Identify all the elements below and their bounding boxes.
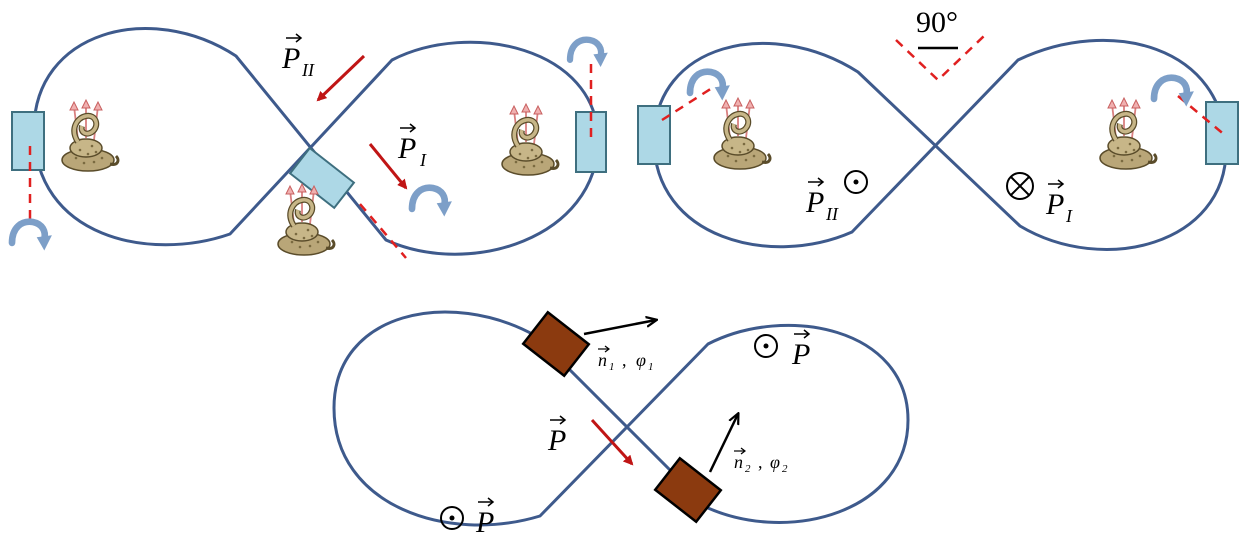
rotation-arrow-icon (1154, 78, 1194, 107)
svg-text:n: n (598, 350, 607, 370)
figure-eight-track-2 (652, 38, 1228, 251)
svg-text:P: P (281, 42, 300, 75)
rotation-arrow-icon (690, 72, 730, 101)
optic-axis-dash (1177, 95, 1227, 137)
detector-box-1 (521, 310, 591, 378)
figure-eight-track-1 (32, 27, 600, 256)
out-of-page-symbol (754, 334, 778, 358)
polarization-arrow-pi (368, 143, 408, 190)
svg-text:P: P (475, 506, 494, 539)
right-angle-marker: 90° (895, 6, 985, 82)
svg-text:φ: φ (770, 452, 780, 472)
waveplate-right (1205, 101, 1239, 165)
svg-text:P: P (547, 424, 566, 457)
svg-text:I: I (419, 150, 427, 170)
rattlesnake-icon (714, 98, 770, 169)
rattlesnake-icon (502, 104, 558, 175)
detector-box-2 (653, 456, 723, 524)
rattlesnake-icon (1100, 98, 1156, 169)
rotation-arrow-icon (570, 40, 608, 67)
rotation-arrow-icon (12, 222, 52, 251)
label-p-ii-right: P II (805, 177, 839, 224)
out-of-page-symbol (440, 506, 464, 530)
svg-text:P: P (791, 338, 810, 371)
into-page-symbol (1006, 172, 1034, 200)
polarization-arrow-pii (316, 54, 366, 102)
waveplate-left (637, 105, 671, 165)
svg-text:P: P (1045, 188, 1064, 221)
normal-vector-n1-arrow (583, 320, 656, 336)
svg-text:,: , (758, 452, 763, 472)
label-n1-phi1: n 1 , φ 1 (598, 345, 654, 373)
svg-text:P: P (805, 186, 824, 219)
label-n2-phi2: n 2 , φ 2 (734, 447, 788, 475)
label-p-upper-right: P (791, 329, 810, 371)
svg-text:II: II (825, 204, 839, 224)
optic-axis-dash (359, 203, 407, 259)
label-p-ii-top: P II (281, 33, 315, 80)
panel-1: P II P I (11, 27, 608, 259)
svg-text:2: 2 (745, 463, 751, 475)
optic-axis-dash (661, 86, 713, 122)
panel-2: 90° P II P I (637, 6, 1239, 251)
label-p-lower-left: P (475, 497, 494, 539)
svg-text:P: P (397, 132, 416, 165)
svg-text:,: , (622, 350, 627, 370)
svg-text:n: n (734, 452, 743, 472)
waveplate-left (11, 111, 45, 171)
rattlesnake-icon (62, 100, 118, 171)
svg-text:90°: 90° (916, 6, 958, 39)
label-p-i-right: P I (1045, 179, 1073, 226)
label-p-center: P (547, 415, 566, 457)
svg-text:φ: φ (636, 350, 646, 370)
svg-text:1: 1 (609, 361, 615, 373)
normal-vector-n2-arrow (708, 414, 738, 473)
label-p-i-top: P I (397, 123, 427, 170)
svg-text:II: II (301, 60, 315, 80)
rotation-arrow-icon (412, 188, 452, 217)
panel-3: n 1 , φ 1 n 2 , φ 2 P P (332, 310, 910, 539)
figure-eight-track-3 (332, 310, 910, 527)
svg-text:I: I (1065, 206, 1073, 226)
svg-text:2: 2 (782, 463, 788, 475)
out-of-page-symbol (844, 170, 868, 194)
polarization-arrow-p (590, 418, 634, 466)
svg-text:1: 1 (648, 361, 654, 373)
